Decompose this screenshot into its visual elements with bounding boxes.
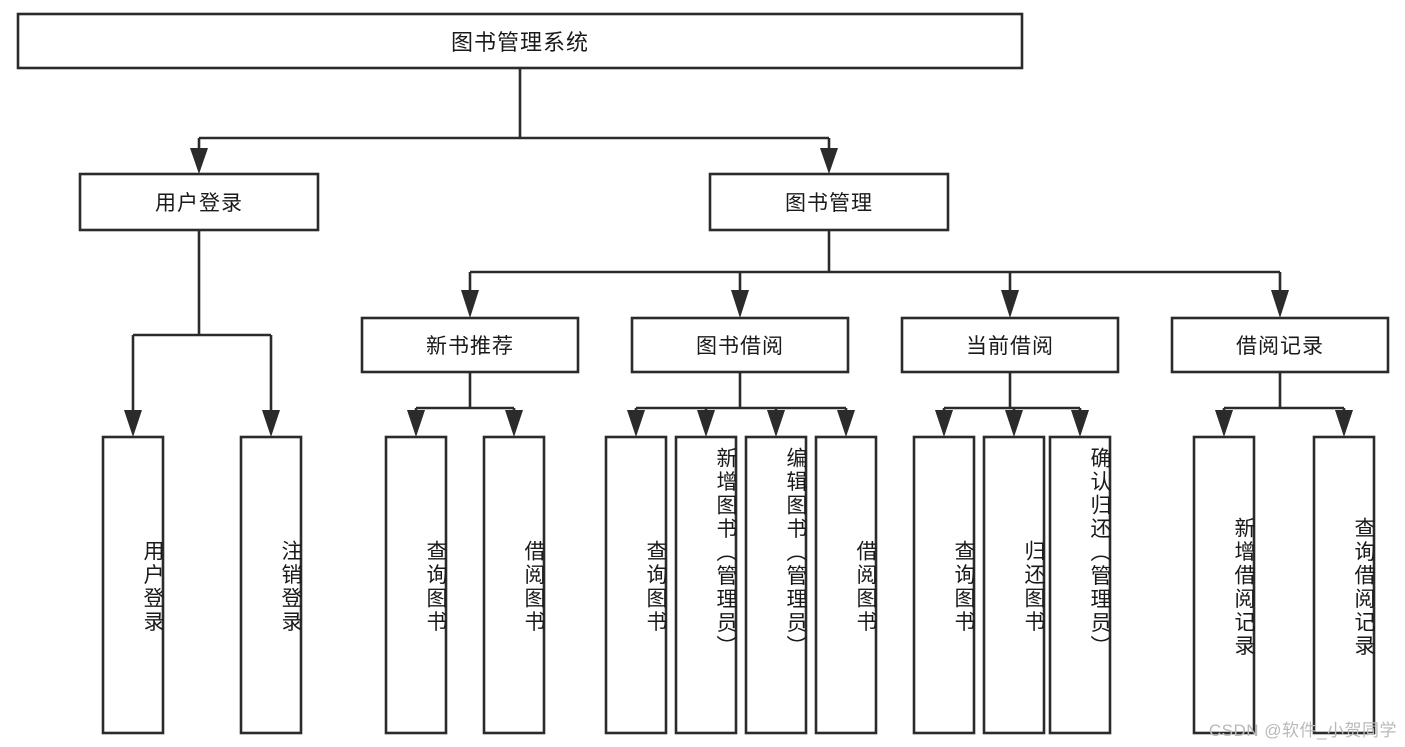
arrowhead-leaf-confirm-return xyxy=(1071,410,1089,437)
arrowhead-leaf-user-login xyxy=(124,410,142,437)
arrowhead-leaf-borrow-book-nbr xyxy=(505,410,523,437)
node-box-user-login xyxy=(78,172,320,232)
connector-group-borrow-record xyxy=(1215,372,1353,437)
arrowhead-leaf-query-book-cb xyxy=(935,410,953,437)
node-box-current-borrow xyxy=(900,316,1120,374)
arrowhead-leaf-borrow-book-bb xyxy=(837,410,855,437)
node-box-book-borrow xyxy=(630,316,850,374)
arrowhead-leaf-query-book-nbr xyxy=(407,410,425,437)
node-box-leaf-query-book-nbr xyxy=(384,435,448,735)
node-box-leaf-edit-book-admin xyxy=(744,435,808,735)
connector-group-user-login xyxy=(124,230,280,437)
node-box-book-manage xyxy=(708,172,950,232)
arrowhead-leaf-query-book-bb xyxy=(627,410,645,437)
node-box-leaf-add-book-admin xyxy=(674,435,738,735)
arrowhead-borrow-record xyxy=(1271,290,1289,318)
node-box-leaf-user-login xyxy=(101,435,165,735)
node-box-borrow-record xyxy=(1170,316,1390,374)
arrowhead-leaf-add-book-admin xyxy=(697,410,715,437)
arrowhead-leaf-logout-login xyxy=(262,410,280,437)
node-box-leaf-confirm-return xyxy=(1048,435,1112,735)
node-box-new-book-recommend xyxy=(360,316,580,374)
node-box-leaf-logout-login xyxy=(239,435,303,735)
node-box-root xyxy=(16,12,1024,70)
arrowhead-leaf-add-borrow-record xyxy=(1215,410,1233,437)
arrowhead-leaf-query-borrow-record xyxy=(1335,410,1353,437)
node-box-leaf-return-book xyxy=(982,435,1046,735)
node-box-leaf-query-book-bb xyxy=(604,435,668,735)
arrowhead-leaf-return-book xyxy=(1005,410,1023,437)
connector-group-book-borrow xyxy=(627,372,855,437)
node-boxes-layer xyxy=(16,12,1390,735)
node-box-leaf-add-borrow-record xyxy=(1192,435,1256,735)
connector-group-new-book-recommend xyxy=(407,372,523,437)
arrowhead-current-borrow xyxy=(1001,290,1019,318)
arrowhead-book-manage xyxy=(820,148,838,174)
node-box-leaf-query-borrow-record xyxy=(1312,435,1376,735)
arrowhead-new-book-recommend xyxy=(461,290,479,318)
arrowhead-user-login xyxy=(190,148,208,174)
connector-group-current-borrow xyxy=(935,372,1089,437)
node-box-leaf-borrow-book-nbr xyxy=(482,435,546,735)
connector-group-book-manage xyxy=(461,230,1289,318)
node-box-leaf-query-book-cb xyxy=(912,435,976,735)
arrowhead-book-borrow xyxy=(731,290,749,318)
node-box-leaf-borrow-book-bb xyxy=(814,435,878,735)
connector-group-root xyxy=(190,68,838,174)
arrowhead-leaf-edit-book-admin xyxy=(767,410,785,437)
